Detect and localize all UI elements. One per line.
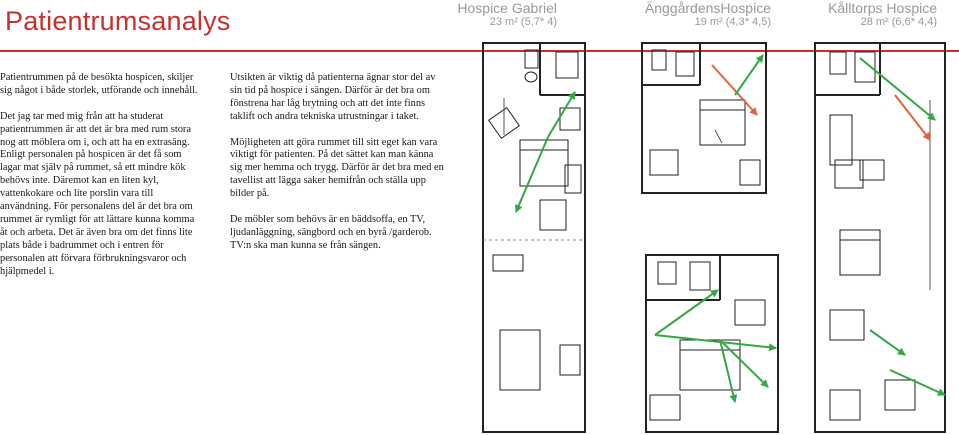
sight-lines-anggarden-1 — [711, 54, 764, 116]
sight-lines-gabriel — [515, 91, 576, 213]
paragraph: Möjligheten att göra rummet till sitt eg… — [230, 136, 444, 200]
floor-plan-anggarden-1 — [641, 42, 767, 194]
sink-icon — [555, 51, 579, 79]
sight-lines-kalltorp — [859, 57, 946, 396]
floor-plan-anggarden-2 — [645, 254, 779, 433]
paragraph: Patientrummen på de besökta hospicen, sk… — [0, 72, 198, 96]
title-rule — [0, 50, 959, 52]
hospice-size: 19 m² (4,3* 4,5) — [694, 16, 771, 28]
floor-plan-kalltorp — [814, 42, 946, 433]
paragraph: Det jag tar med mig från att ha studerat… — [0, 110, 195, 277]
sight-lines-anggarden-2 — [654, 289, 777, 403]
hospice-size: 23 m² (5,7* 4) — [489, 16, 557, 28]
bed-icon — [839, 229, 881, 276]
toilet-icon — [524, 49, 539, 69]
hospice-header-kalltorp: Kålltorps Hospice 28 m² (6,6* 4,4) — [797, 0, 937, 29]
paragraph: De möbler som behövs är en bäddsoffa, en… — [230, 213, 432, 251]
hospice-header-gabriel: Hospice Gabriel 23 m² (5,7* 4) — [417, 0, 557, 29]
text-column-left: Patientrummen på de besökta hospicen, sk… — [0, 72, 200, 291]
paragraph: Utsikten är viktig då patienterna ägnar … — [230, 72, 436, 122]
page-title: Patientrumsanalys — [5, 6, 231, 36]
hospice-header-anggarden: ÄnggårdensHospice 19 m² (4,3* 4,5) — [631, 0, 771, 29]
armchair-icon — [487, 106, 521, 140]
hospice-name: Kålltorps Hospice — [828, 0, 937, 16]
text-column-right: Utsikten är viktig då patienterna ägnar … — [230, 72, 445, 266]
hospice-size: 28 m² (6,6* 4,4) — [860, 16, 937, 28]
hospice-name: Hospice Gabriel — [457, 0, 557, 16]
bed-icon — [699, 99, 746, 146]
hospice-name: ÄnggårdensHospice — [644, 0, 771, 16]
floor-plan-gabriel — [482, 42, 586, 433]
